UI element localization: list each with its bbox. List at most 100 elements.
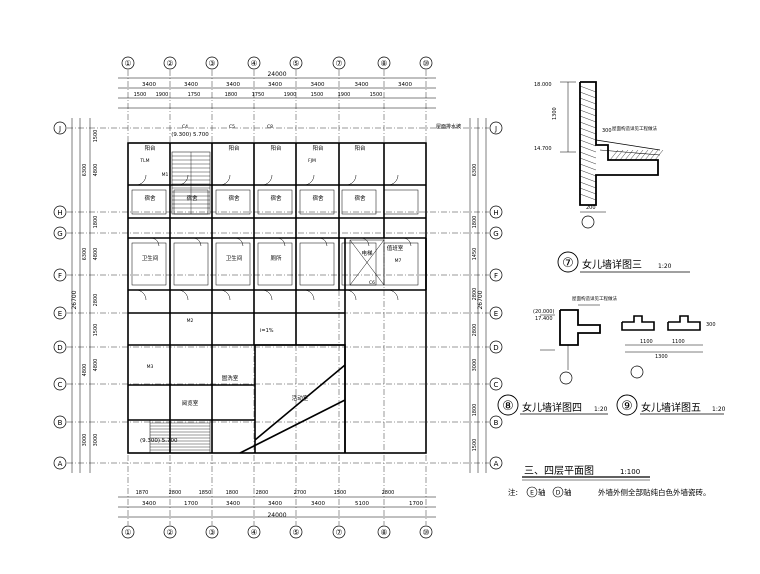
dim-text: 3000 <box>82 434 88 447</box>
hatch-line <box>579 193 597 201</box>
dim-text: 4800 <box>93 248 99 261</box>
room-fixture <box>173 242 209 286</box>
axis-label: ⑤ <box>292 528 299 537</box>
room-label: 宿舍 <box>144 194 156 202</box>
ramp-note: i=1% <box>260 328 274 334</box>
plan-walls <box>127 142 427 454</box>
axis-bubble <box>163 56 177 70</box>
dim-text: 1800 <box>225 92 238 98</box>
axis-label: H <box>57 209 62 217</box>
hatch-line <box>579 121 597 129</box>
dim-text: 3400 <box>311 501 325 507</box>
dim-text: 1900 <box>284 92 297 98</box>
hatch-line <box>609 149 619 161</box>
door-swing <box>192 237 202 247</box>
room-fixture <box>299 242 335 286</box>
axis-bubble <box>205 56 219 70</box>
axis-bubble <box>163 525 177 539</box>
room-label: 阳台 <box>228 144 240 152</box>
detail-7-title <box>557 251 690 273</box>
axis-bubble <box>53 456 67 470</box>
room-label: 卫生间 <box>142 254 159 262</box>
axis-label: ① <box>124 528 131 537</box>
hatch-line <box>579 97 597 105</box>
room-fixture <box>341 189 377 215</box>
door-tag: M3 <box>147 364 154 370</box>
dim-text: 3400 <box>142 501 156 507</box>
room-label: 活动室 <box>292 394 309 402</box>
door-swing <box>219 174 231 186</box>
hatch-line <box>579 175 597 183</box>
detail-8-title <box>497 394 608 416</box>
axis-bubble <box>489 377 503 391</box>
detail-8-level-bottom: 17.400 <box>535 316 553 322</box>
detail-9-dim-b: 1100 <box>672 339 685 345</box>
detail-8-scale: 1:20 <box>594 406 608 413</box>
room-label: 卫生间 <box>226 254 243 262</box>
axis-label: ② <box>166 59 173 68</box>
room-fixture <box>257 189 293 215</box>
dim-text: 1800 <box>93 216 99 229</box>
axis-bubble <box>53 377 67 391</box>
detail-7-dim-300: 300 <box>602 128 612 134</box>
door-swing <box>261 174 273 186</box>
axis-bubble <box>121 56 135 70</box>
detail-7-hatch <box>579 85 664 201</box>
door-tag: M2 <box>187 318 194 324</box>
axis-label: D <box>57 344 62 352</box>
hatch-line <box>579 127 597 135</box>
room-label: 宿舍 <box>312 194 324 202</box>
detail-9-drawing <box>621 315 703 379</box>
dim-text: 4800 <box>93 359 99 372</box>
axis-label: ⑦ <box>335 528 342 537</box>
dim-text: 1800 <box>472 404 478 417</box>
room-label: 值班室 <box>387 244 404 252</box>
dim-text: 6300 <box>472 164 478 177</box>
detail-9-dim-a: 1100 <box>640 339 653 345</box>
axis-bubble <box>53 306 67 320</box>
plan-scale: 1:100 <box>620 468 640 476</box>
axis-label: G <box>493 230 498 238</box>
note-axis-e-bubble <box>526 486 538 498</box>
door-swing <box>303 289 315 301</box>
hatch-line <box>644 149 654 161</box>
door-swing <box>150 237 160 247</box>
plan-thin-lines <box>131 189 419 286</box>
door-swing <box>219 289 231 301</box>
dim-text: 3400 <box>311 82 325 88</box>
axis-label: ④ <box>250 59 257 68</box>
room-label: 阅览室 <box>182 399 199 407</box>
axis-label: A <box>494 460 499 468</box>
axis-label: G <box>57 230 62 238</box>
room-label: 宿舍 <box>270 194 282 202</box>
axis-label: ⑧ <box>380 59 387 68</box>
dim-text: 3400 <box>226 501 240 507</box>
axis-bubble <box>489 268 503 282</box>
axis-label: ③ <box>208 59 215 68</box>
dim-text: 2800 <box>256 490 269 496</box>
dim-text: 3400 <box>226 82 240 88</box>
dim-text: 2800 <box>93 294 99 307</box>
door-swing <box>360 237 370 247</box>
hatch-line <box>579 103 597 111</box>
hatch-line <box>629 149 639 161</box>
door-swing <box>345 289 357 301</box>
detail-7-level-top: 18.000 <box>534 82 552 88</box>
axis-label: J <box>494 125 497 133</box>
dim-text: 1500 <box>311 92 324 98</box>
overall-width-top: 24000 <box>267 71 286 78</box>
axis-label: B <box>58 419 63 427</box>
axis-label: J <box>58 125 61 133</box>
axis-label: E <box>58 310 62 318</box>
axis-bubble <box>289 525 303 539</box>
dim-text: 3400 <box>398 82 412 88</box>
dim-text: 1870 <box>136 490 149 496</box>
dim-text: 1750 <box>252 92 265 98</box>
door-swing <box>261 289 273 301</box>
dim-text: 1500 <box>93 130 99 143</box>
plan-title: 三、四层平面图 <box>524 465 594 477</box>
stair-level-lower: (9.300) 5.700 <box>140 438 178 444</box>
axis-bubble <box>53 121 67 135</box>
